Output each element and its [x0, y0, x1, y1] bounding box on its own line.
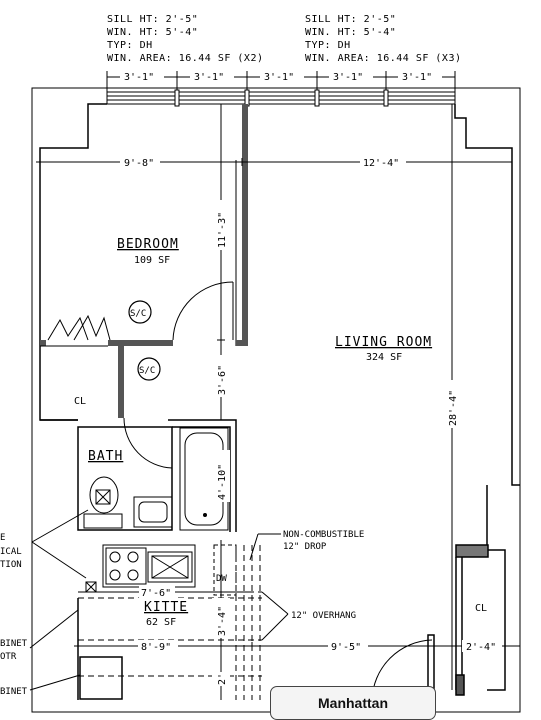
dim-hall-depth: 3'-6": [217, 365, 228, 395]
dim-kitchen-width: 7'-6": [141, 588, 171, 599]
cabinet-marker: [85, 581, 97, 593]
dim-lower-vert: 2': [217, 673, 228, 685]
bedroom-label: BEDROOM: [117, 237, 179, 252]
dim-bedroom-width: 9'-8": [124, 158, 154, 169]
dim-living-width: 12'-4": [363, 158, 399, 169]
right-closet: [427, 544, 489, 696]
spec-left-1: SILL HT: 2'-5": [107, 14, 198, 25]
dishwasher-label: DW: [216, 574, 227, 584]
note-left-cut-1: E: [0, 533, 5, 543]
bath-door-swing: [123, 417, 173, 469]
smoke-detector-1: S/C: [128, 300, 152, 324]
dim-lower-mid: 9'-5": [331, 642, 361, 653]
window-specs-left: SILL HT: 2'-5" WIN. HT: 5'-4" TYP: DH WI…: [107, 14, 264, 64]
win-dim-1: 3'-1": [124, 72, 154, 83]
note-left-cut-2: ICAL: [0, 547, 22, 557]
manhattan-button-label: Manhattan: [318, 695, 388, 711]
note-non-combustible: NON-COMBUSTIBLE: [283, 530, 364, 540]
note-cabinet-3: BINET: [0, 687, 28, 697]
win-dim-2: 3'-1": [194, 72, 224, 83]
win-dim-4: 3'-1": [333, 72, 363, 83]
bedroom-area: 109 SF: [134, 255, 170, 266]
refrigerator: [79, 656, 123, 700]
room-labels: BEDROOM 109 SF LIVING ROOM 324 SF BATH K…: [74, 237, 487, 628]
note-overhang: 12" OVERHANG: [291, 611, 356, 621]
leader-lines: [29, 509, 289, 691]
spec-right-1: SILL HT: 2'-5": [305, 14, 396, 25]
window-dim-labels: 3'-1" 3'-1" 3'-1" 3'-1" 3'-1": [120, 70, 442, 83]
toilet: [83, 476, 123, 529]
closet-right-label: CL: [475, 603, 487, 614]
manhattan-button[interactable]: Manhattan: [270, 686, 436, 720]
win-dim-5: 3'-1": [402, 72, 432, 83]
living-room-label: LIVING ROOM: [335, 335, 432, 350]
spec-right-3: TYP: DH: [305, 40, 351, 51]
window-specs-right: SILL HT: 2'-5" WIN. HT: 5'-4" TYP: DH WI…: [305, 14, 462, 64]
exterior-walls: [39, 103, 520, 691]
note-cabinet-1: BINET: [0, 639, 28, 649]
spec-left-4: WIN. AREA: 16.44 SF (X2): [107, 53, 264, 64]
bedroom-door-swing: [172, 281, 234, 341]
dim-bath-depth: 4'-10": [217, 464, 228, 500]
kitchen-label: KITTE: [144, 600, 188, 615]
closet-left-label: CL: [74, 396, 86, 407]
dimension-labels: 9'-8" 12'-4" 11'-3" 3'-6" 4'-10" 28'-4" …: [120, 156, 502, 686]
living-room-area: 324 SF: [366, 352, 402, 363]
note-12-drop: 12" DROP: [283, 542, 327, 552]
kitchen-area: 62 SF: [146, 617, 176, 628]
bath-label: BATH: [88, 449, 123, 464]
smoke-detector-2: S/C: [137, 357, 161, 381]
dim-lower-right: 2'-4": [466, 642, 496, 653]
svg-text:S/C: S/C: [130, 309, 146, 319]
spec-left-3: TYP: DH: [107, 40, 153, 51]
spec-right-2: WIN. HT: 5'-4": [305, 27, 396, 38]
bedroom-living-wall: [242, 104, 248, 346]
spec-left-2: WIN. HT: 5'-4": [107, 27, 198, 38]
note-left-cut-3: TION: [0, 560, 22, 570]
bedroom-lower-wall: [40, 340, 173, 418]
closet-bifold-doors: [47, 314, 111, 341]
notes: NON-COMBUSTIBLE 12" DROP 12" OVERHANG E …: [0, 530, 364, 697]
dim-bedroom-depth: 11'-3": [217, 212, 228, 248]
note-cabinet-2: OTR: [0, 652, 17, 662]
window-band: [106, 89, 456, 107]
win-dim-3: 3'-1": [264, 72, 294, 83]
dim-kitchen-depth: 3'-4": [217, 606, 228, 636]
svg-text:S/C: S/C: [139, 366, 155, 376]
bath-sink: [133, 496, 173, 528]
dim-lower-left: 8'-9": [141, 642, 171, 653]
spec-right-4: WIN. AREA: 16.44 SF (X3): [305, 53, 462, 64]
kitchen-counter: [102, 544, 237, 596]
dim-living-depth: 28'-4": [448, 390, 459, 426]
